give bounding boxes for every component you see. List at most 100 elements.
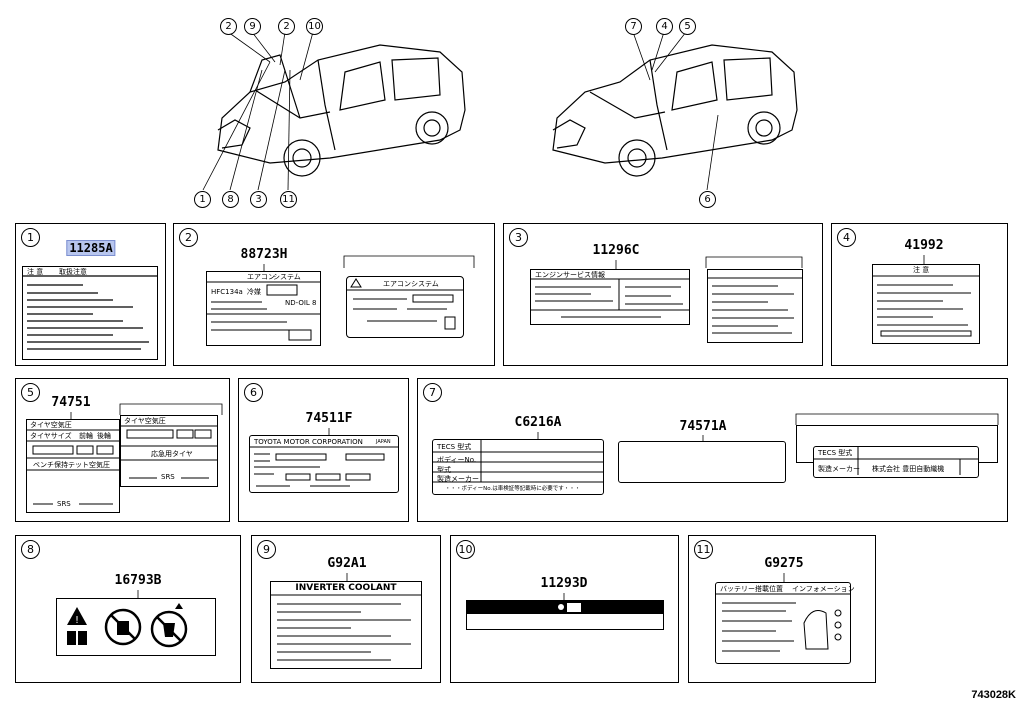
tecs-label-c: TECS 型式 製造メーカー 株式会社 豊田自動織機 xyxy=(813,446,979,478)
label-text: バッテリー搭載位置 xyxy=(720,585,783,593)
right-car xyxy=(553,45,797,176)
label-text: エアコンシステム xyxy=(383,280,439,288)
label-text: TECS 型式 xyxy=(437,443,472,451)
panel-number: 3 xyxy=(509,228,528,247)
part-number: 41992 xyxy=(904,238,944,253)
label-text: 株式会社 豊田自動織機 xyxy=(872,465,945,473)
panel-number: 2 xyxy=(179,228,198,247)
panel-11: 11 G9275 バッテリー搭載位置 インフォメーション xyxy=(688,535,876,683)
panel-5: 5 74751 タイヤ空気圧 タイヤサイズ 前輪 後輪 ベンチ保持テット空気圧 … xyxy=(15,378,230,522)
panel-9: 9 G92A1 INVERTER COOLANT xyxy=(251,535,441,683)
part-number-a: C6216A xyxy=(514,415,562,430)
part-number: G92A1 xyxy=(327,556,367,571)
label-text: 前輪 xyxy=(79,432,93,440)
panel-number: 10 xyxy=(456,540,475,559)
panel-8: 8 16793B ! xyxy=(15,535,241,683)
black-band-label xyxy=(466,600,664,630)
warning-icons-label: ! xyxy=(56,598,216,656)
leader xyxy=(239,379,408,521)
label-text: 型式 xyxy=(437,466,451,474)
label-text: JAPAN xyxy=(376,439,391,445)
label-text: タイヤサイズ xyxy=(30,432,72,440)
label-lines xyxy=(23,267,157,357)
part-number: 74511F xyxy=(305,411,353,426)
part-number: G9275 xyxy=(764,556,804,571)
aircon-system-label: エアコンシステム xyxy=(346,276,464,338)
label-lines xyxy=(873,265,979,341)
label-lines xyxy=(207,272,320,344)
car-illustrations xyxy=(0,0,1024,215)
label-text: 製造メーカー xyxy=(437,475,479,483)
label-text: インフォメーション xyxy=(792,585,855,593)
callout-2b: 2 xyxy=(278,18,295,35)
label-text: 後輪 xyxy=(97,432,111,440)
label-text: TECS 型式 xyxy=(818,449,853,457)
label-text: SRS xyxy=(161,473,175,481)
panel-number: 5 xyxy=(21,383,40,402)
label-text: ND-OIL 8 xyxy=(285,299,317,307)
label-text: タイヤ空気圧 xyxy=(124,417,166,425)
panel-6: 6 74511F TOYOTA MOTOR CORPORATION JAPAN xyxy=(238,378,409,522)
panel-number: 11 xyxy=(694,540,713,559)
part-number: 88723H xyxy=(240,247,288,262)
left-car xyxy=(218,45,465,176)
aircon-label: エアコン システム HFC134a 冷媒 ND-OIL 8 xyxy=(206,271,321,346)
panel-1: 1 11285A 注 意 取扱注意 xyxy=(15,223,166,366)
panel-4: 4 41992 注 意 xyxy=(831,223,1008,366)
label-text: SRS xyxy=(57,500,71,508)
leader xyxy=(504,224,822,364)
label-icon xyxy=(558,603,581,612)
leader xyxy=(418,379,1007,521)
tire-pressure-label: タイヤ空気圧 タイヤサイズ 前輪 後輪 ベンチ保持テット空気圧 SRS xyxy=(26,419,120,513)
callout-10: 10 xyxy=(306,18,323,35)
leader xyxy=(689,536,875,682)
panel-10: 10 11293D xyxy=(450,535,679,683)
svg-text:!: ! xyxy=(75,615,79,626)
tecs-label-c-frame: TECS 型式 製造メーカー 株式会社 豊田自動織機 xyxy=(796,425,998,478)
label-lines xyxy=(250,436,398,490)
label-text: ・・・ボディーNo.は車検証等記載時に必要です・・・ xyxy=(445,486,581,492)
callout-3: 3 xyxy=(250,191,267,208)
label-text: 製造メーカー xyxy=(818,465,860,473)
label-lines xyxy=(716,583,850,661)
vehicle-id-label: TOYOTA MOTOR CORPORATION JAPAN xyxy=(249,435,399,493)
blank-label xyxy=(618,441,786,483)
label-text: 注 意 xyxy=(913,266,930,274)
part-number: 74751 xyxy=(51,395,91,410)
label-text: システム xyxy=(273,273,301,281)
part-number-b: 74571A xyxy=(679,419,727,434)
callout-4: 4 xyxy=(656,18,673,35)
label-text: 冷媒 xyxy=(247,288,261,296)
spare-tire-label: タイヤ空気圧 応急用タイヤ SRS xyxy=(120,415,218,487)
part-number: 11293D xyxy=(540,576,588,591)
caution-label-4: 注 意 xyxy=(872,264,980,344)
label-text: タイヤ空気圧 xyxy=(30,421,72,429)
inverter-coolant-label: INVERTER COOLANT xyxy=(270,581,422,669)
label-text: ボディーNo. xyxy=(437,456,477,464)
part-number: 11296C xyxy=(592,243,640,258)
panel-number: 6 xyxy=(244,383,263,402)
engine-label-a: エンジンサービス情報 xyxy=(530,269,690,325)
label-text: 注 意 xyxy=(27,268,44,276)
label-lines xyxy=(271,582,421,666)
part-number-highlighted[interactable]: 11285A xyxy=(66,240,116,256)
callout-8: 8 xyxy=(222,191,239,208)
callout-6: 6 xyxy=(699,191,716,208)
callout-5: 5 xyxy=(679,18,696,35)
caution-label: 注 意 取扱注意 xyxy=(22,266,158,360)
label-lines xyxy=(814,447,978,475)
label-lines xyxy=(121,416,217,486)
label-text: 応急用タイヤ xyxy=(151,450,193,458)
label-lines xyxy=(708,270,802,340)
leader xyxy=(16,536,240,682)
label-lines xyxy=(433,440,603,492)
label-text: ベンチ保持テット空気圧 xyxy=(33,461,110,469)
panel-number: 1 xyxy=(21,228,40,247)
label-text: エアコン xyxy=(247,273,275,281)
leader xyxy=(174,224,494,364)
label-text: HFC134a xyxy=(211,288,243,296)
panel-number: 4 xyxy=(837,228,856,247)
callout-7: 7 xyxy=(625,18,642,35)
leader xyxy=(252,536,440,682)
callout-11: 11 xyxy=(280,191,297,208)
